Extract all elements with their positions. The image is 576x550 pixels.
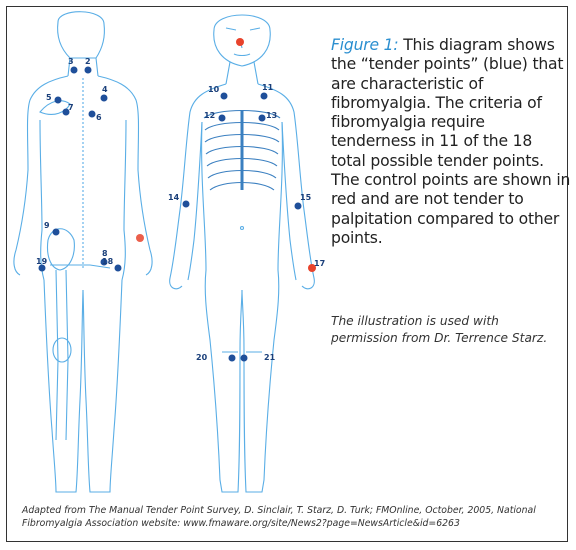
illustration-credit: The illustration is used with permission… (331, 313, 563, 346)
figure-caption: Figure 1: This diagram shows the “tender… (331, 36, 571, 248)
tender-point-2 (85, 67, 92, 74)
tender-point-6 (89, 111, 96, 118)
point-label-12: 12 (204, 111, 215, 120)
back-view-figure (14, 12, 152, 492)
tender-point-12 (219, 115, 226, 122)
point-label-4: 4 (102, 85, 108, 94)
tender-point-3 (71, 67, 78, 74)
point-label-13: 13 (266, 111, 277, 120)
tender-point-15 (295, 203, 302, 210)
figure-label: Figure 1: (331, 36, 398, 54)
point-label-21: 21 (264, 353, 276, 362)
point-label-3: 3 (68, 57, 74, 66)
tender-point-9 (53, 229, 60, 236)
control-point-1 (236, 38, 244, 46)
point-label-6: 6 (96, 113, 102, 122)
point-label-2: 2 (85, 57, 91, 66)
control-points (136, 38, 316, 272)
point-label-10: 10 (208, 85, 220, 94)
source-citation: Adapted from The Manual Tender Point Sur… (22, 504, 562, 530)
point-label-18: 18 (102, 257, 114, 266)
tender-point-20 (229, 355, 236, 362)
tender-point-14 (183, 201, 190, 208)
point-label-19: 19 (36, 257, 48, 266)
tender-point-5 (55, 97, 62, 104)
tender-point-21 (241, 355, 248, 362)
tender-point-11 (261, 93, 268, 100)
point-label-15: 15 (300, 193, 312, 202)
control-point-thigh (136, 234, 144, 242)
point-label-20: 20 (196, 353, 208, 362)
tender-point-13 (259, 115, 266, 122)
point-label-7: 7 (68, 103, 74, 112)
caption-body: This diagram shows the “tender points” (… (331, 36, 570, 247)
front-view-figure (170, 15, 315, 492)
tender-point-10 (221, 93, 228, 100)
tender-points (39, 67, 302, 362)
point-label-5: 5 (46, 93, 52, 102)
point-label-14: 14 (168, 193, 180, 202)
point-label-11: 11 (262, 83, 274, 92)
tender-point-18 (115, 265, 122, 272)
point-label-9: 9 (44, 221, 50, 230)
tender-point-4 (101, 95, 108, 102)
point-label-17: 17 (314, 259, 325, 268)
